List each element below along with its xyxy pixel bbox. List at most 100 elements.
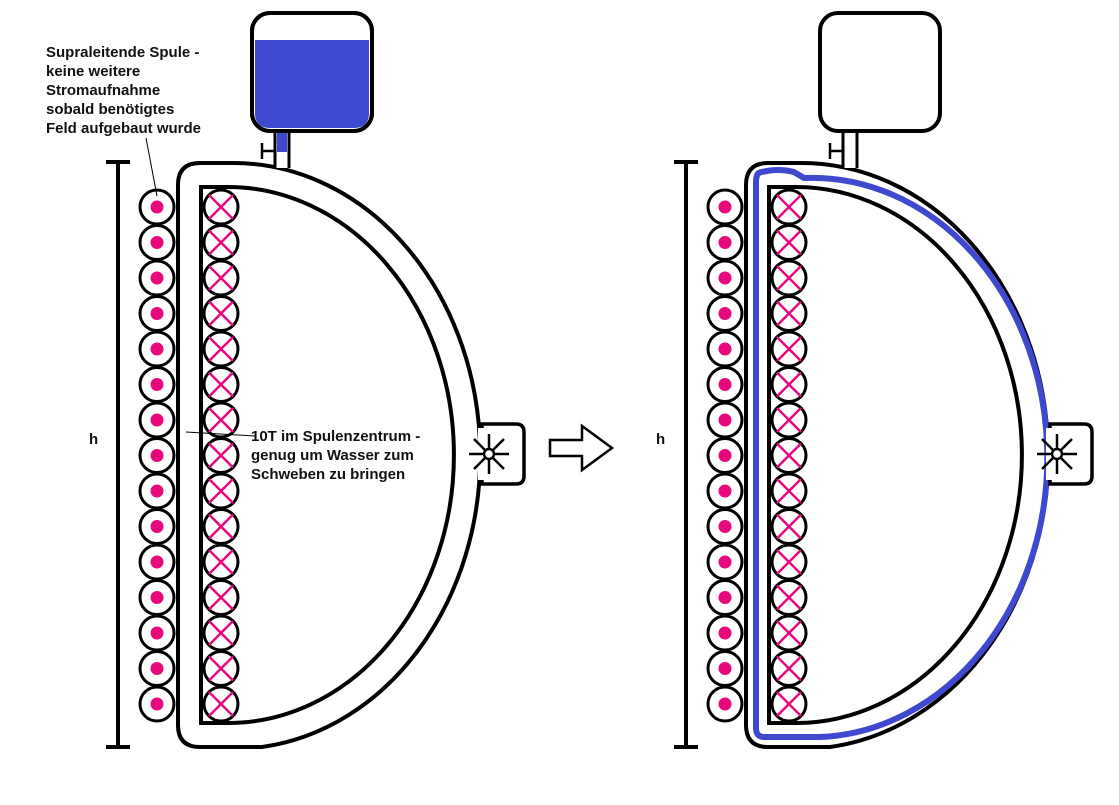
current-in-cross-icon	[208, 478, 234, 504]
current-in-cross-icon	[208, 371, 234, 398]
field-note-leader	[185, 431, 257, 437]
coil-turn-inner	[202, 508, 240, 545]
coil-turn-outer	[706, 543, 744, 581]
current-in-cross-icon	[776, 229, 802, 256]
coil-turn-outer	[138, 330, 176, 368]
tank-neck-fill	[843, 128, 857, 168]
current-in-cross-icon	[208, 584, 234, 611]
current-in-cross-icon	[208, 265, 234, 291]
valve-icon	[828, 143, 844, 159]
current-out-dot-icon	[150, 626, 164, 640]
current-out-dot-icon	[150, 236, 164, 249]
current-in-cross-icon	[776, 300, 802, 327]
right-arrow-icon	[548, 423, 615, 473]
coil-turn-outer	[706, 472, 744, 510]
current-in-cross-icon	[776, 407, 802, 433]
coil-turn-outer	[706, 650, 744, 687]
current-out-dot-icon	[150, 271, 164, 285]
coil-turn-inner	[202, 259, 240, 297]
current-in-cross-icon	[208, 194, 234, 220]
coil-turn-outer	[706, 685, 744, 723]
field-note: 10T im Spulenzentrum - genug um Wasser z…	[251, 428, 421, 483]
coil-turn-outer	[138, 508, 176, 545]
current-out-dot-icon	[718, 555, 732, 569]
coil-turn-outer	[706, 295, 744, 332]
coil-turn-outer	[706, 366, 744, 403]
coil-turn-inner	[770, 650, 808, 687]
current-out-dot-icon	[718, 413, 732, 427]
vessel-inner-cavity	[199, 185, 456, 725]
current-out-dot-icon	[718, 591, 732, 604]
current-in-cross-icon	[776, 478, 802, 504]
vessel-inner-cavity	[767, 185, 1024, 725]
panel-before	[106, 11, 526, 749]
coil-turn-outer	[706, 259, 744, 297]
current-in-cross-icon	[776, 336, 802, 362]
coil-turn-outer	[138, 224, 176, 261]
height-label-left: h	[89, 431, 99, 448]
coil-turn-outer	[138, 401, 176, 439]
coil-turn-outer	[706, 224, 744, 261]
current-out-dot-icon	[718, 520, 732, 533]
current-out-dot-icon	[150, 520, 164, 533]
coil-turn-inner	[202, 188, 240, 226]
current-in-cross-icon	[208, 407, 234, 433]
coil-turn-inner	[770, 366, 808, 403]
coil-turn-outer	[138, 366, 176, 403]
current-in-cross-icon	[208, 442, 234, 469]
current-out-dot-icon	[150, 697, 164, 711]
coil-note-leader	[145, 137, 158, 197]
current-in-cross-icon	[208, 691, 234, 717]
coil-turn-inner	[202, 685, 240, 723]
coil-turn-outer	[138, 579, 176, 616]
current-in-cross-icon	[776, 620, 802, 646]
coil-turn-outer	[138, 259, 176, 297]
current-out-dot-icon	[718, 271, 732, 285]
coil-turn-outer	[138, 543, 176, 581]
coil-turn-inner	[770, 685, 808, 723]
current-out-dot-icon	[150, 591, 164, 604]
coil-turn-inner	[770, 295, 808, 332]
current-in-cross-icon	[776, 265, 802, 291]
water-film	[753, 167, 1051, 740]
coil-turn-inner	[770, 224, 808, 261]
current-in-cross-icon	[776, 691, 802, 717]
coil-turn-outer	[706, 330, 744, 368]
current-out-dot-icon	[718, 449, 732, 462]
current-in-cross-icon	[208, 336, 234, 362]
coil-turn-outer	[138, 437, 176, 474]
current-out-dot-icon	[150, 342, 164, 356]
coil-note: Supraleitende Spule - keine weitere Stro…	[46, 44, 202, 137]
coil-turn-inner	[770, 330, 808, 368]
current-in-cross-icon	[208, 229, 234, 256]
current-out-dot-icon	[718, 307, 732, 320]
current-in-cross-icon	[208, 549, 234, 575]
coil-turn-outer	[138, 472, 176, 510]
current-in-cross-icon	[776, 584, 802, 611]
current-in-cross-icon	[776, 513, 802, 540]
coil-turn-outer	[706, 437, 744, 474]
impeller-icon	[469, 434, 509, 474]
current-out-dot-icon	[150, 378, 164, 391]
current-in-cross-icon	[208, 513, 234, 540]
current-out-dot-icon	[718, 378, 732, 391]
tank-water	[255, 40, 369, 128]
current-in-cross-icon	[776, 371, 802, 398]
current-in-cross-icon	[776, 655, 802, 682]
coil-turn-inner	[202, 472, 240, 510]
coil-turn-inner	[202, 437, 240, 474]
current-out-dot-icon	[718, 697, 732, 711]
current-out-dot-icon	[150, 484, 164, 498]
current-out-dot-icon	[150, 449, 164, 462]
coil-turn-inner	[202, 366, 240, 403]
current-out-dot-icon	[718, 662, 732, 675]
current-out-dot-icon	[718, 200, 732, 214]
current-in-cross-icon	[208, 655, 234, 682]
current-in-cross-icon	[208, 300, 234, 327]
panel-after	[674, 11, 1094, 749]
coil-turn-outer	[138, 614, 176, 652]
coil-turn-inner	[202, 650, 240, 687]
coil-turn-inner	[202, 330, 240, 368]
impeller-hub	[1050, 447, 1064, 461]
current-out-dot-icon	[718, 236, 732, 249]
